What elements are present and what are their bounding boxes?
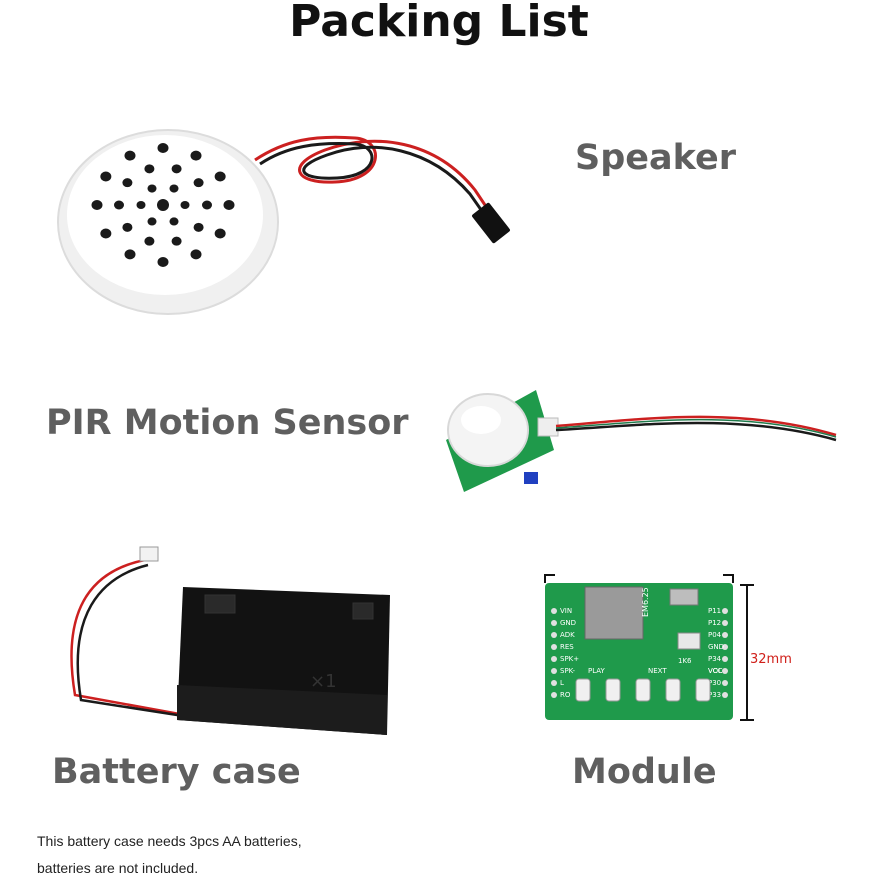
- module-pin-label: SPK-: [560, 667, 576, 675]
- module-pin: [551, 680, 557, 686]
- module-button: [635, 678, 651, 702]
- module-button-label: VOL: [708, 667, 722, 675]
- pir-label: PIR Motion Sensor: [46, 403, 409, 443]
- module-pin-label: ADK: [560, 631, 575, 639]
- module-pin-label: P12: [708, 619, 721, 627]
- module-pin-label: P30: [708, 679, 721, 687]
- speaker-hole: [122, 178, 133, 188]
- speaker-hole: [122, 222, 133, 232]
- module-pin-label: P11: [708, 607, 721, 615]
- module-pin-label: RO: [560, 691, 571, 699]
- board-text: EM6.25: [641, 587, 650, 617]
- speaker-hole: [100, 228, 112, 239]
- speaker-hole: [157, 257, 169, 267]
- speaker-label: Speaker: [575, 138, 736, 178]
- speaker-hole: [157, 199, 169, 211]
- speaker-hole: [223, 200, 235, 210]
- speaker-hole: [144, 236, 155, 246]
- module-button: [575, 678, 591, 702]
- module-pin: [722, 644, 728, 650]
- speaker-hole: [190, 150, 202, 161]
- speaker-hole: [114, 200, 124, 210]
- sound-module-board-icon: EM6.25 VIN GND ADK RES SPK+ SPK- L RO P11P12P04…: [544, 574, 792, 721]
- speaker-hole: [180, 200, 190, 210]
- pir-sensor-icon: [446, 390, 837, 492]
- module-pin-label: VCC: [708, 667, 723, 675]
- module-label: Module: [572, 752, 717, 792]
- module-button-label: PLAY: [588, 667, 606, 675]
- module-pin: [551, 692, 557, 698]
- speaker-icon: [57, 129, 510, 315]
- module-pin-label: SPK+: [560, 655, 579, 663]
- module-pin: [551, 620, 557, 626]
- speaker-hole: [171, 164, 182, 174]
- module-pin: [551, 644, 557, 650]
- battery-case-icon: ×1: [70, 546, 390, 735]
- speaker-hole: [169, 217, 179, 226]
- module-pin: [722, 680, 728, 686]
- module-pin: [551, 632, 557, 638]
- speaker-hole: [214, 228, 226, 239]
- module-pin: [722, 632, 728, 638]
- speaker-hole: [193, 222, 204, 232]
- module-pin-label: GND: [708, 643, 724, 651]
- speaker-hole: [147, 184, 157, 193]
- speaker-hole: [169, 184, 179, 193]
- speaker-hole: [91, 200, 103, 210]
- battery-note-line1: This battery case needs 3pcs AA batterie…: [37, 833, 302, 849]
- speaker-hole: [157, 143, 169, 153]
- module-pin-label: RES: [560, 643, 574, 651]
- speaker-hole: [214, 171, 226, 182]
- board-text: 1K6: [678, 657, 692, 665]
- battery-note-line2: batteries are not included.: [37, 860, 199, 876]
- speaker-hole: [171, 236, 182, 246]
- module-pin: [722, 620, 728, 626]
- speaker-hole: [124, 249, 136, 260]
- speaker-hole: [202, 200, 212, 210]
- module-pin-label: P34: [708, 655, 722, 663]
- module-pin-label: GND: [560, 619, 576, 627]
- module-button-label: NEXT: [648, 667, 667, 675]
- speaker-hole: [136, 200, 146, 210]
- module-pin-label: P33: [708, 691, 721, 699]
- module-dimension: 32mm: [750, 652, 792, 667]
- speaker-hole: [100, 171, 112, 182]
- speaker-hole: [124, 150, 136, 161]
- speaker-hole: [193, 178, 204, 188]
- svg-text:×1: ×1: [310, 671, 337, 692]
- battery-label: Battery case: [52, 752, 301, 792]
- module-pin: [551, 668, 557, 674]
- module-pin: [551, 656, 557, 662]
- module-button: [605, 678, 621, 702]
- speaker-hole: [190, 249, 202, 260]
- page-title: Packing List: [289, 0, 589, 47]
- module-pin: [722, 656, 728, 662]
- module-pin: [722, 608, 728, 614]
- module-pin: [551, 608, 557, 614]
- module-pin: [722, 668, 728, 674]
- module-pin-label: L: [560, 679, 564, 687]
- speaker-hole: [147, 217, 157, 226]
- module-pin: [722, 692, 728, 698]
- module-pin-label: VIN: [560, 607, 572, 615]
- module-button: [695, 678, 711, 702]
- module-pin-label: P04: [708, 631, 722, 639]
- module-button: [665, 678, 681, 702]
- speaker-hole: [144, 164, 155, 174]
